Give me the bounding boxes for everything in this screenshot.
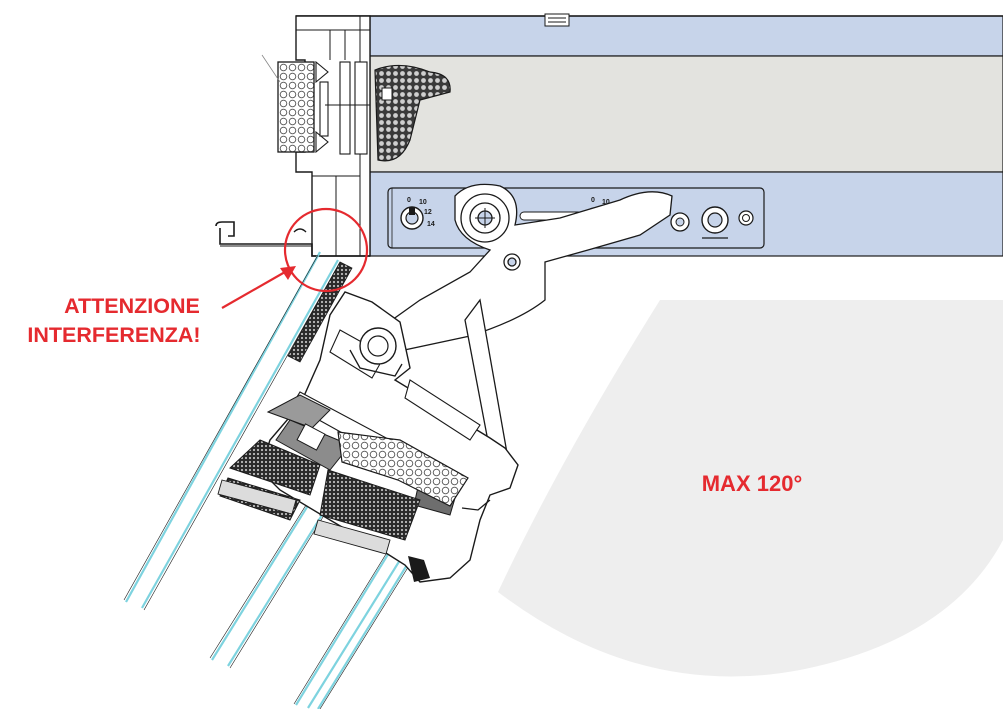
scale-left-14: 14 xyxy=(427,221,435,228)
frame-top-blue-band xyxy=(369,15,1003,57)
hinge-adjuster-left: 0 10 12 14 xyxy=(400,197,435,230)
max-angle-label: MAX 120° xyxy=(702,471,803,496)
scale-left-10: 10 xyxy=(419,199,427,206)
scale-left-0: 0 xyxy=(407,197,411,204)
sash-insulation xyxy=(337,431,469,507)
scale-left-12: 12 xyxy=(424,209,432,216)
warning-label-line2: INTERFERENZA! xyxy=(27,323,200,347)
interference-marker xyxy=(221,207,369,309)
interference-circle xyxy=(283,207,369,293)
hinge-arms xyxy=(377,183,673,479)
thermal-insulation-block xyxy=(277,61,315,153)
frame-grey-panel xyxy=(369,55,1003,173)
sash-mesh-upper xyxy=(229,439,321,496)
interference-arrow-line xyxy=(221,271,286,309)
sash-mesh-lower xyxy=(319,469,421,541)
interference-arrow-head xyxy=(280,266,296,280)
frame-gasket xyxy=(374,64,451,162)
scale-right-10: 10 xyxy=(602,199,610,206)
opened-sash xyxy=(123,251,519,709)
scale-right-0: 0 xyxy=(591,197,595,204)
max-angle-area xyxy=(498,300,1003,677)
warning-label-line1: ATTENZIONE xyxy=(64,294,200,318)
